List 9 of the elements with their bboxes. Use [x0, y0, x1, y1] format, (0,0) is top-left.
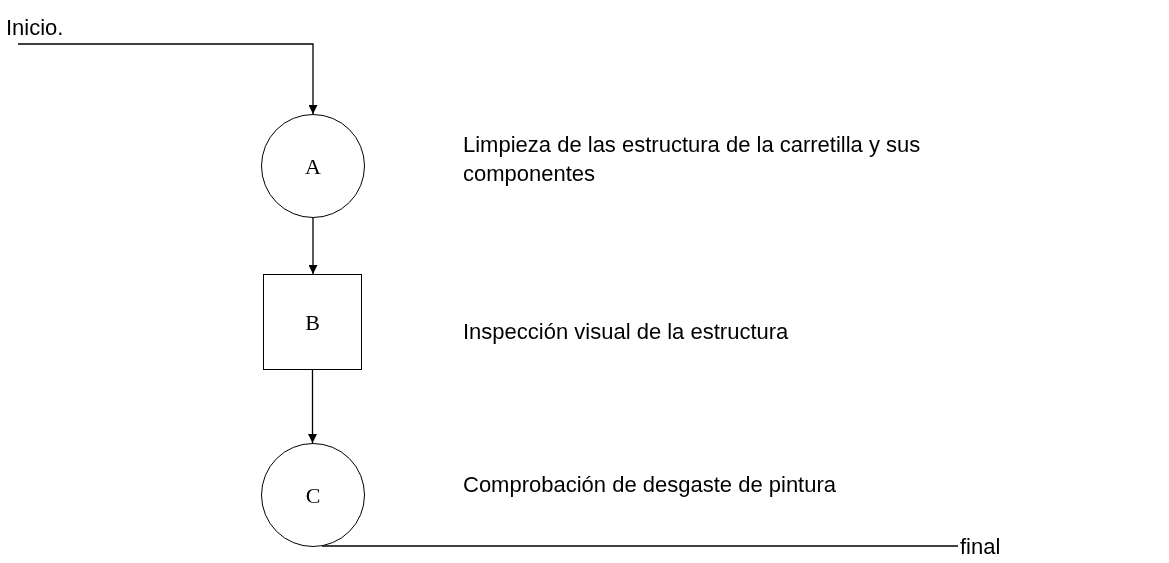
terminal-label: final	[960, 534, 1020, 558]
arrow	[17, 43, 318, 115]
arrow	[308, 369, 317, 444]
step-description: Inspección visual de la estructura	[463, 318, 790, 346]
terminal-label: Inicio.	[6, 10, 86, 44]
arrow	[308, 217, 318, 275]
process-box: B	[263, 274, 362, 370]
step-description: Comprobación de desgaste de pintura	[463, 471, 838, 499]
step-description: Limpieza de las estructura de la carretilla y sus componentes	[463, 131, 922, 188]
